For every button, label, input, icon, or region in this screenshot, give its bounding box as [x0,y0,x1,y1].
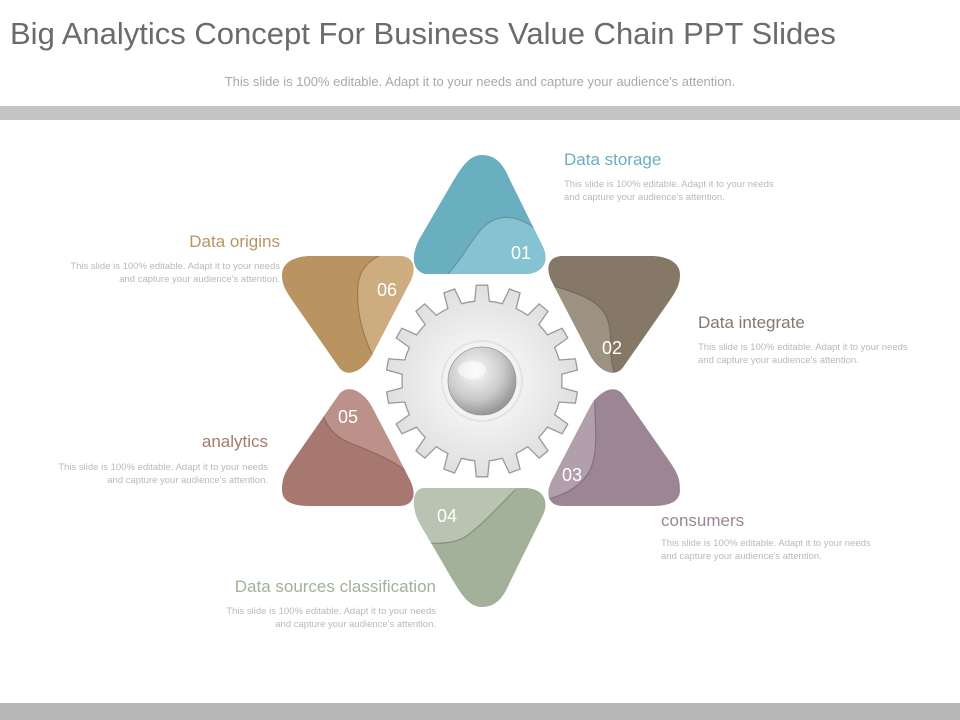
desc-data-sources-classification: This slide is 100% editable. Adapt it to… [226,606,436,630]
gear-center-ball [447,346,517,416]
petal-06-curve [357,256,396,361]
petal-02-shape [548,256,680,373]
slide-title: Big Analytics Concept For Business Value… [10,16,836,51]
gear-inner-ring [441,340,523,422]
petal-03-curve [548,389,597,501]
label-data-origins: Data origins [189,232,280,251]
label-data-sources-classification: Data sources classification [234,577,436,596]
petal-04-number: 04 [437,506,457,526]
label-data-integrate: Data integrate [698,313,805,332]
petal-02-number: 02 [602,338,622,358]
desc-analytics: This slide is 100% editable. Adapt it to… [58,462,268,486]
desc-consumers: This slide is 100% editable. Adapt it to… [661,538,871,562]
desc-data-origins: This slide is 100% editable. Adapt it to… [70,261,280,285]
desc-data-storage: This slide is 100% editable. Adapt it to… [564,179,774,203]
desc-data-integrate: This slide is 100% editable. Adapt it to… [698,342,908,366]
label-analytics: analytics [201,432,268,451]
top-divider-band [0,106,960,120]
petal-05-shape [282,389,414,506]
bottom-divider-band [0,703,960,720]
petal-01: 01 [413,155,546,274]
label-data-storage: Data storage [564,150,662,169]
petal-04-highlight [413,488,515,544]
gear-icon [385,284,579,478]
label-consumers: consumers [661,511,745,530]
petal-03-number: 03 [562,465,582,485]
petal-02-curve [549,284,621,373]
petal-05-number: 05 [338,407,358,427]
slide-subtitle: This slide is 100% editable. Adapt it to… [224,74,736,89]
petal-06-number: 06 [377,280,397,300]
petal-03: 03 [548,389,680,506]
gear-ball-shine [458,361,486,379]
petal-01-highlight [440,217,546,274]
petal-06: 06 [282,256,414,373]
petal-01-number: 01 [511,243,531,263]
